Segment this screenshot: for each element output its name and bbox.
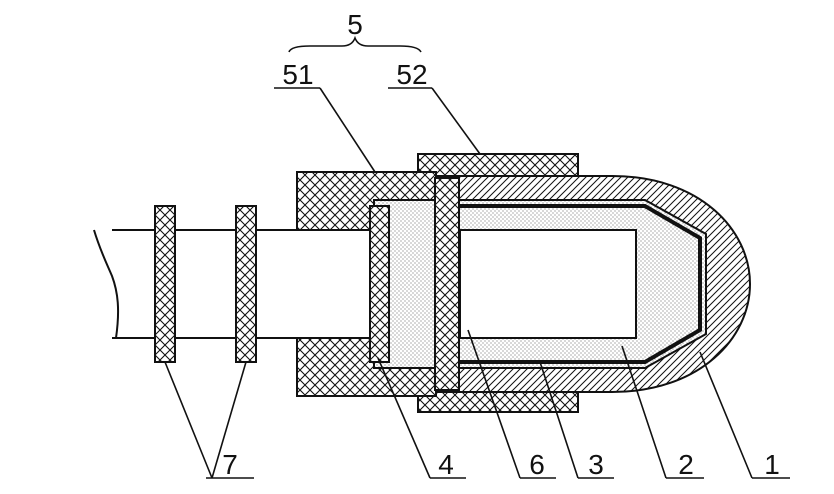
label-5: 5 — [347, 9, 363, 40]
tube-ring-left — [154, 205, 176, 363]
group-brace — [288, 35, 422, 53]
label-6: 6 — [529, 449, 545, 480]
leader-lines — [164, 87, 790, 479]
wire-layer — [460, 204, 702, 364]
label-51: 51 — [282, 59, 313, 90]
label-52: 52 — [396, 59, 427, 90]
label-1: 1 — [764, 449, 780, 480]
label-7: 7 — [222, 449, 238, 480]
inner-cavity — [459, 229, 637, 339]
label-4: 4 — [438, 449, 454, 480]
inner-ring-4 — [369, 205, 390, 363]
tube-ring-right — [235, 205, 257, 363]
plug-bar — [434, 177, 460, 391]
label-2: 2 — [678, 449, 694, 480]
label-3: 3 — [588, 449, 604, 480]
